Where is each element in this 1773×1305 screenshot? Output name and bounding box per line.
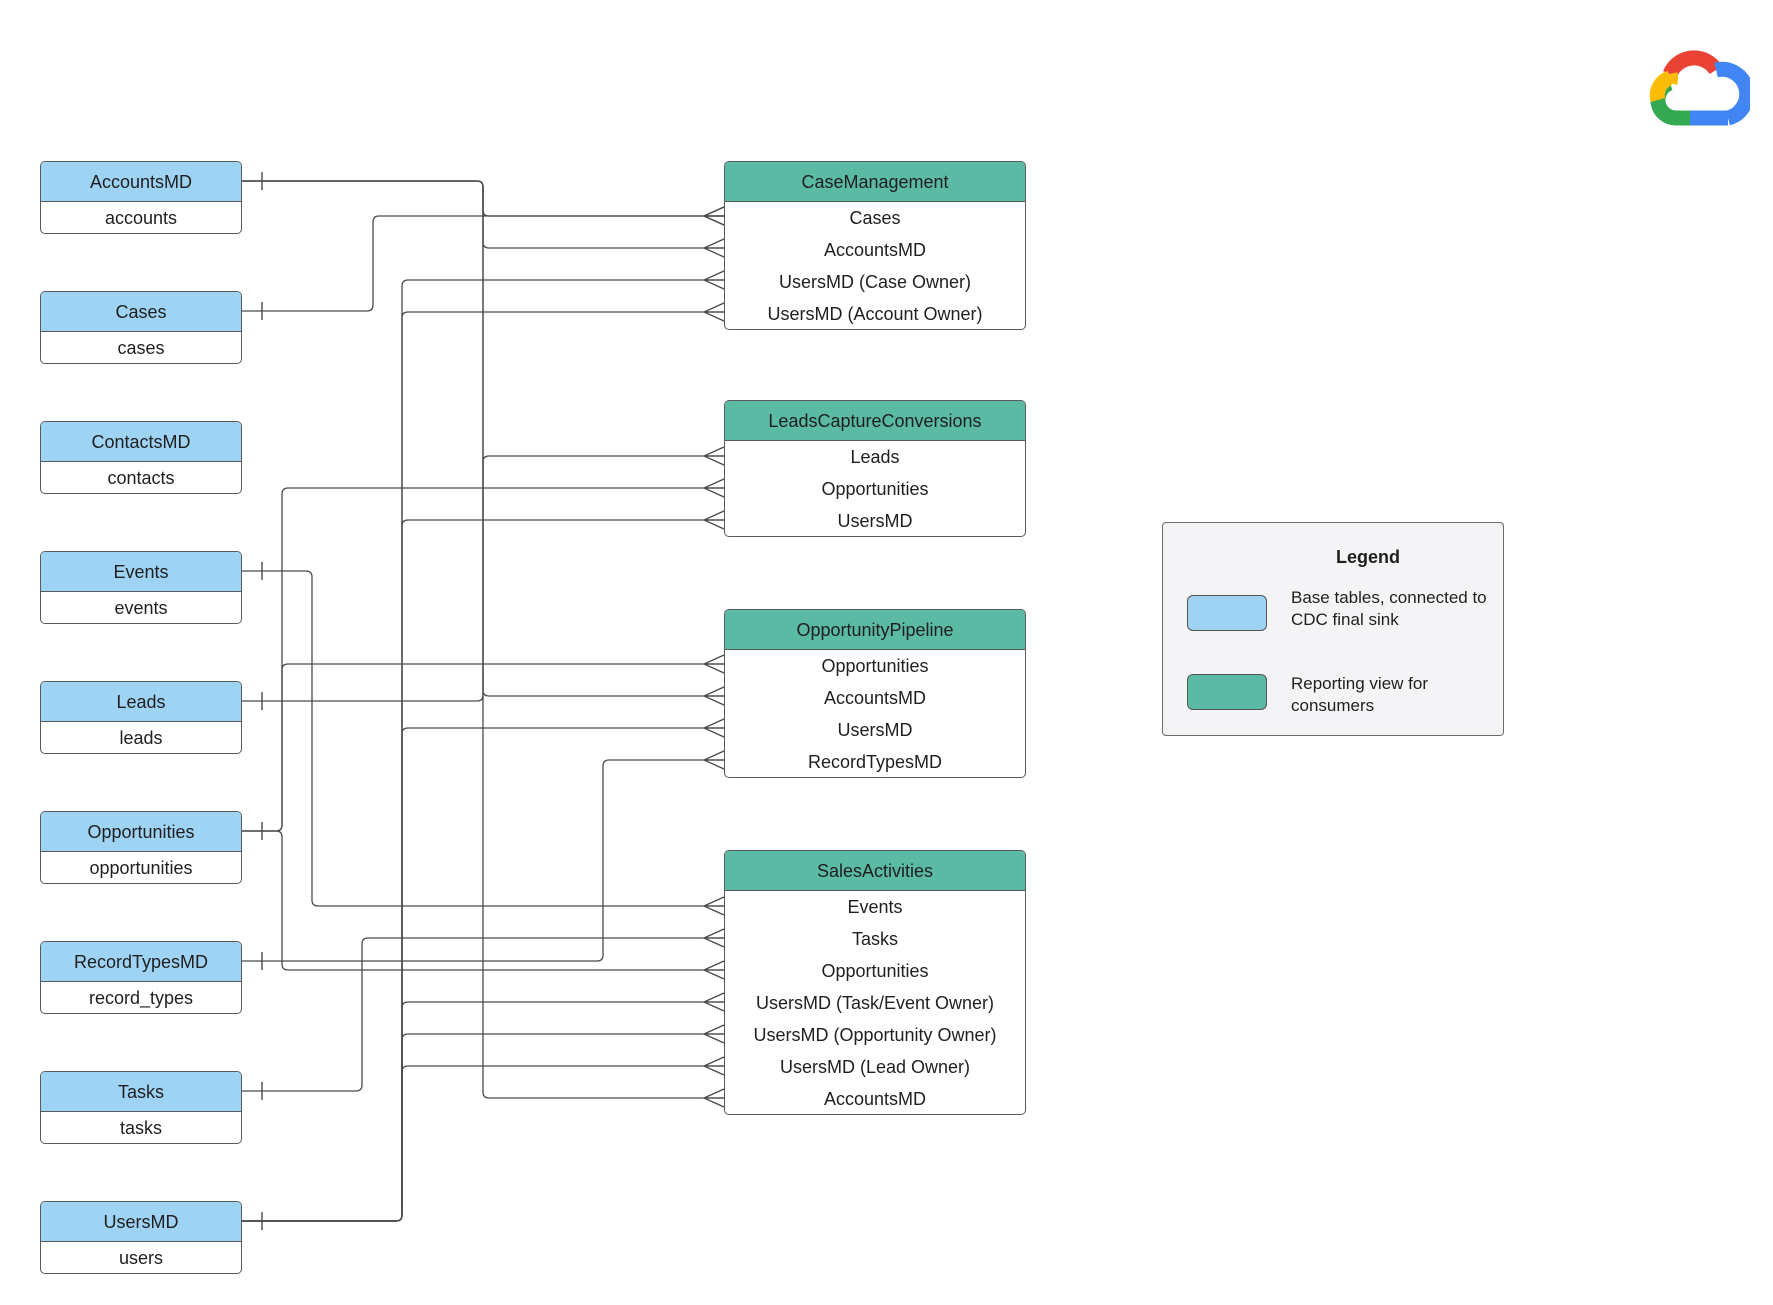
relationship-line [242, 455, 724, 702]
table-title: AccountsMD [41, 162, 241, 202]
legend-swatch-base [1187, 595, 1267, 631]
view-title: SalesActivities [725, 851, 1025, 891]
crows-foot-marker [703, 1088, 725, 1108]
table-title: RecordTypesMD [41, 942, 241, 982]
crows-foot-marker [703, 510, 725, 530]
table-leads[interactable]: Leads leads [40, 681, 242, 754]
view-row: UsersMD (Task/Event Owner) [755, 993, 995, 1013]
table-field: record_types [88, 988, 194, 1008]
view-leadscaptureconversions[interactable]: LeadsCaptureConversions Leads Opportunit… [724, 400, 1026, 537]
table-title: Cases [41, 292, 241, 332]
relationship-line [242, 215, 724, 312]
table-accountsmd[interactable]: AccountsMD accounts [40, 161, 242, 234]
table-field: leads [119, 728, 163, 748]
legend-label-view: Reporting view for consumers [1291, 674, 1429, 715]
table-cases[interactable]: Cases cases [40, 291, 242, 364]
view-row: UsersMD (Case Owner) [778, 272, 972, 292]
table-field: users [118, 1248, 163, 1268]
table-tasks[interactable]: Tasks tasks [40, 1071, 242, 1144]
table-opportunities[interactable]: Opportunities opportunities [40, 811, 242, 884]
relationship-line [242, 1065, 724, 1222]
table-recordtypesmd[interactable]: RecordTypesMD record_types [40, 941, 242, 1014]
table-title: UsersMD [41, 1202, 241, 1242]
view-opportunitypipeline[interactable]: OpportunityPipeline Opportunities Accoun… [724, 609, 1026, 778]
crows-foot-marker [703, 686, 725, 706]
view-row: AccountsMD [823, 1089, 927, 1109]
google-cloud-logo-icon [1649, 50, 1750, 126]
crows-foot-marker [703, 270, 725, 290]
view-row: UsersMD [837, 511, 913, 531]
view-row: UsersMD (Opportunity Owner) [753, 1025, 997, 1045]
view-row: UsersMD (Lead Owner) [779, 1057, 971, 1077]
crows-foot-marker [703, 446, 725, 466]
view-row: RecordTypesMD [807, 752, 943, 772]
table-usersmd[interactable]: UsersMD users [40, 1201, 242, 1274]
table-field: cases [117, 338, 165, 358]
table-title: Opportunities [41, 812, 241, 852]
crows-foot-marker [703, 654, 725, 674]
relationship-line [242, 830, 724, 971]
view-title: CaseManagement [725, 162, 1025, 202]
legend-title: Legend [1335, 547, 1400, 567]
table-title: Events [41, 552, 241, 592]
table-field: tasks [119, 1118, 162, 1138]
crows-foot-marker [703, 1056, 725, 1076]
view-row: Opportunities [821, 656, 929, 676]
view-title: LeadsCaptureConversions [725, 401, 1025, 441]
crows-foot-marker [703, 478, 725, 498]
view-row: UsersMD [837, 720, 913, 740]
crows-foot-marker [703, 928, 725, 948]
legend-swatch-view [1187, 674, 1267, 710]
table-contactsmd[interactable]: ContactsMD contacts [40, 421, 242, 494]
relationship-line [242, 570, 724, 907]
crows-foot-marker [703, 718, 725, 738]
view-row: Opportunities [821, 961, 929, 981]
view-title: OpportunityPipeline [725, 610, 1025, 650]
crows-foot-marker [703, 1024, 725, 1044]
crows-foot-marker [703, 992, 725, 1012]
view-salesactivities[interactable]: SalesActivities Events Tasks Opportuniti… [724, 850, 1026, 1115]
table-field: accounts [104, 208, 178, 228]
crows-foot-marker [703, 896, 725, 916]
table-title: ContactsMD [41, 422, 241, 462]
view-row: Cases [849, 208, 901, 228]
view-row: AccountsMD [823, 240, 927, 260]
view-row: UsersMD (Account Owner) [767, 304, 983, 324]
table-events[interactable]: Events events [40, 551, 242, 624]
view-row: Events [847, 897, 903, 917]
view-row: Opportunities [821, 479, 929, 499]
crows-foot-marker [703, 206, 725, 226]
crows-foot-marker [703, 302, 725, 322]
table-title: Leads [41, 682, 241, 722]
view-casemanagement[interactable]: CaseManagement Cases AccountsMD UsersMD … [724, 161, 1026, 330]
crows-foot-marker [703, 960, 725, 980]
crows-foot-marker [703, 238, 725, 258]
view-row: Tasks [851, 929, 898, 949]
view-row: AccountsMD [823, 688, 927, 708]
table-field: opportunities [89, 858, 193, 878]
table-field: contacts [107, 468, 175, 488]
crows-foot-marker [703, 750, 725, 770]
table-field: events [114, 598, 168, 618]
relationship-line [242, 759, 724, 962]
legend-label-base: Base tables, connected to CDC final sink [1291, 588, 1487, 629]
relationship-line [242, 937, 724, 1092]
table-title: Tasks [41, 1072, 241, 1112]
legend: Legend Base tables, connected to CDC fin… [1162, 522, 1504, 736]
view-row: Leads [850, 447, 900, 467]
